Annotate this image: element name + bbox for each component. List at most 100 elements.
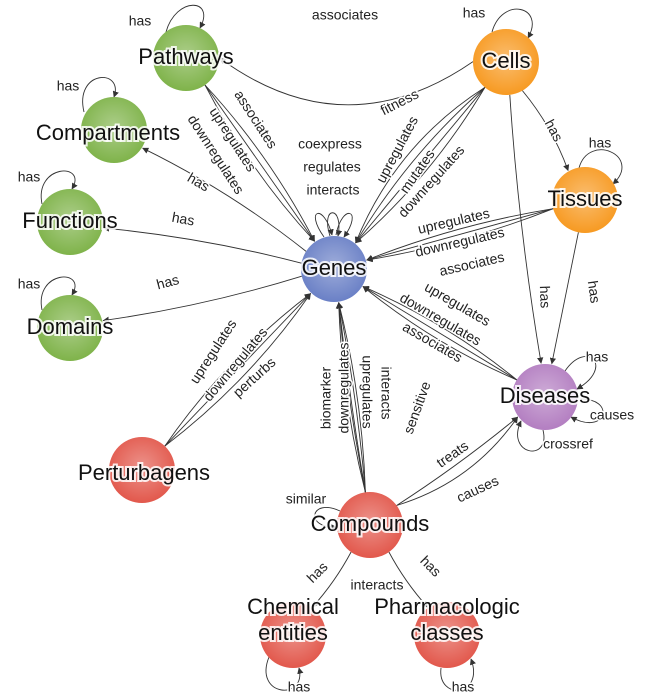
edge-label-compartments-has-self: has xyxy=(57,78,80,94)
node-label-genes: Genes xyxy=(302,255,367,280)
node-label-pharma-1: classes xyxy=(410,620,483,645)
edge-label-tissues-has-self: has xyxy=(589,135,612,151)
edge-label-genes-domains-has: has xyxy=(155,271,181,292)
edge-compounds-genes-biomarker xyxy=(337,302,366,493)
node-shine-perturbagens xyxy=(109,437,175,503)
edge-label-tissues-diseases-has: has xyxy=(585,280,604,305)
edge-compounds-genes-upregulates xyxy=(336,302,366,493)
edge-cells-genes-mutates xyxy=(355,87,486,244)
edge-perturbagens-genes-upregulates xyxy=(164,293,311,447)
edge-label-genes-functions-has: has xyxy=(171,209,196,229)
edge-label-chemical-has-self: has xyxy=(288,679,311,695)
edge-label-genes-interacts: interacts xyxy=(307,182,360,198)
node-cells[interactable] xyxy=(473,29,539,95)
node-label-domains: Domains xyxy=(27,314,114,339)
edge-label-cells-pathways-associates: associates xyxy=(312,7,378,23)
edge-label-diseases-has-self: has xyxy=(586,349,609,365)
node-genes[interactable] xyxy=(301,236,367,302)
node-shine-compartments xyxy=(81,97,147,163)
node-shine-pharma xyxy=(414,602,480,668)
node-label-chemical-1: entities xyxy=(258,620,328,645)
edge-cells-genes-upregulates xyxy=(355,87,486,244)
edge-label-compounds-genes-biomarker: biomarker xyxy=(318,367,334,430)
edge-compounds-diseases-treats xyxy=(396,416,519,506)
edge-genes-compartments-has xyxy=(142,147,307,252)
edge-label-diseases-causes-self: causes xyxy=(590,407,634,423)
node-compounds[interactable] xyxy=(337,492,403,558)
node-label-chemical-0: Chemical xyxy=(247,594,339,619)
edge-label-cells-genes-fitness: fitness xyxy=(378,86,421,119)
edge-diseases-causes-self xyxy=(570,398,604,423)
edge-tissues-genes-associates xyxy=(366,208,554,263)
edge-perturbagens-genes-perturbs xyxy=(164,293,312,447)
node-label-perturbagens: Perturbagens xyxy=(78,460,210,485)
edge-compounds-genes-downregulates xyxy=(336,302,366,493)
edge-genes-interacts xyxy=(335,213,353,238)
edge-label-tissues-genes-associates: associates xyxy=(438,249,506,279)
edge-tissues-genes-downregulates xyxy=(366,208,554,262)
edge-diseases-genes-downregulates xyxy=(362,286,518,381)
edge-compounds-diseases-causes xyxy=(396,416,518,506)
edge-genes-functions-has xyxy=(102,225,302,264)
edge-label-compounds-genes-interacts: interacts xyxy=(378,367,394,420)
node-shine-diseases xyxy=(512,364,578,430)
edge-diseases-genes-associates xyxy=(362,286,517,381)
node-chemical[interactable] xyxy=(260,602,326,668)
node-label-tissues: Tissues xyxy=(548,186,623,211)
edge-cells-genes-downregulates xyxy=(355,87,486,244)
edge-pathways-genes-associates xyxy=(204,84,315,242)
node-label-compartments: Compartments xyxy=(36,120,180,145)
edge-label-compounds-similar-self: similar xyxy=(286,491,327,507)
node-tissues[interactable] xyxy=(552,167,618,233)
node-domains[interactable] xyxy=(37,295,103,361)
edge-compounds-genes-interacts xyxy=(335,302,366,493)
edge-cells-pathways-associates xyxy=(219,58,474,106)
node-shine-functions xyxy=(37,189,103,255)
edge-label-pathways-has-self: has xyxy=(129,13,152,29)
edge-label-diseases-crossref-self: crossref xyxy=(543,436,593,452)
edge-domains-has-self xyxy=(40,276,78,311)
edge-diseases-genes-upregulates xyxy=(362,285,518,381)
edge-tissues-genes-upregulates xyxy=(366,208,554,261)
edge-diseases-crossref-self xyxy=(515,420,545,452)
edge-label-genes-regulates: regulates xyxy=(303,159,361,175)
edge-label-domains-has-self: has xyxy=(18,276,41,292)
node-pharma[interactable] xyxy=(414,602,480,668)
edge-pathways-genes-downregulates xyxy=(204,84,315,242)
edge-label-chemical-pharma-interacts: interacts xyxy=(351,577,404,593)
node-shine-genes xyxy=(301,236,367,302)
edge-label-compounds-genes-upregulates: upregulates xyxy=(359,355,375,428)
edge-label-compounds-pharma-has: has xyxy=(417,552,444,579)
edge-compounds-chemical-has xyxy=(312,551,352,608)
node-label-compounds: Compounds xyxy=(311,511,430,536)
node-functions[interactable] xyxy=(37,189,103,255)
edge-pathways-has-self xyxy=(165,4,206,33)
edge-label-compounds-genes-downregulates: downregulates xyxy=(336,342,352,433)
edge-label-cells-tissues-has: has xyxy=(542,117,567,144)
node-perturbagens[interactable] xyxy=(109,437,175,503)
edge-functions-has-self xyxy=(40,170,78,205)
edge-compounds-pharma-has xyxy=(388,551,428,608)
node-pathways[interactable] xyxy=(153,25,219,91)
edge-genes-domains-has xyxy=(102,275,302,323)
edge-cells-tissues-has xyxy=(522,90,570,172)
node-compartments[interactable] xyxy=(81,97,147,163)
node-label-functions: Functions xyxy=(22,208,117,233)
edge-label-functions-has-self: has xyxy=(18,169,41,185)
node-diseases[interactable] xyxy=(512,364,578,430)
edge-tissues-has-self xyxy=(578,149,623,185)
node-shine-domains xyxy=(37,295,103,361)
edge-label-compounds-diseases-treats: treats xyxy=(433,437,471,470)
edge-pharma-has-self xyxy=(440,658,476,691)
edge-cells-genes-fitness xyxy=(354,87,486,244)
node-shine-chemical xyxy=(260,602,326,668)
edge-label-compounds-genes-sensitive: sensitive xyxy=(400,379,434,436)
node-shine-cells xyxy=(473,29,539,95)
node-shine-pathways xyxy=(153,25,219,91)
node-label-pathways: Pathways xyxy=(138,44,233,69)
edge-tissues-diseases-has xyxy=(549,232,579,365)
edge-compartments-has-self xyxy=(82,77,119,113)
edge-pathways-genes-upregulates xyxy=(204,84,315,242)
edge-label-compounds-diseases-causes: causes xyxy=(454,472,501,505)
